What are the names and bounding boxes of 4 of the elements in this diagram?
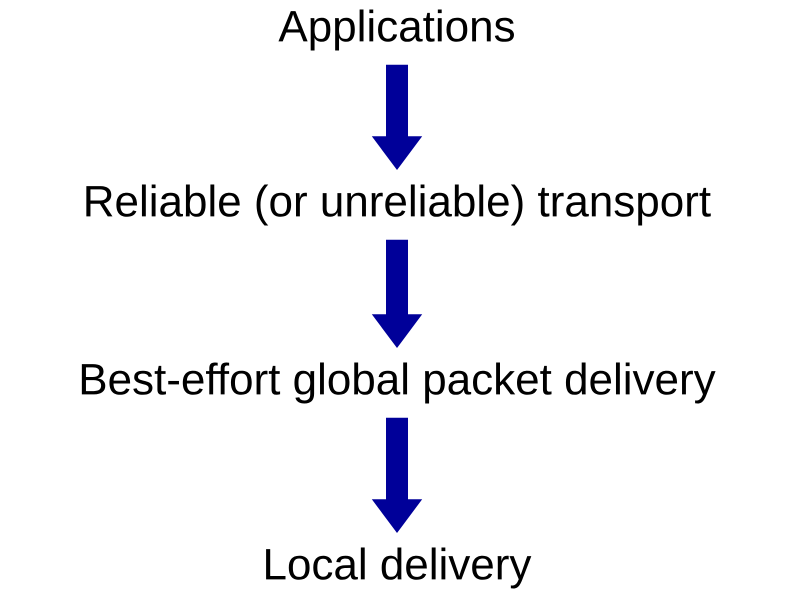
layer-label: Applications <box>278 9 514 50</box>
layer-label: Best-effort global packet delivery <box>82 362 716 404</box>
layer-label: Local delivery <box>266 547 532 588</box>
layer-label: Reliable (or unreliable) transport <box>86 184 711 226</box>
